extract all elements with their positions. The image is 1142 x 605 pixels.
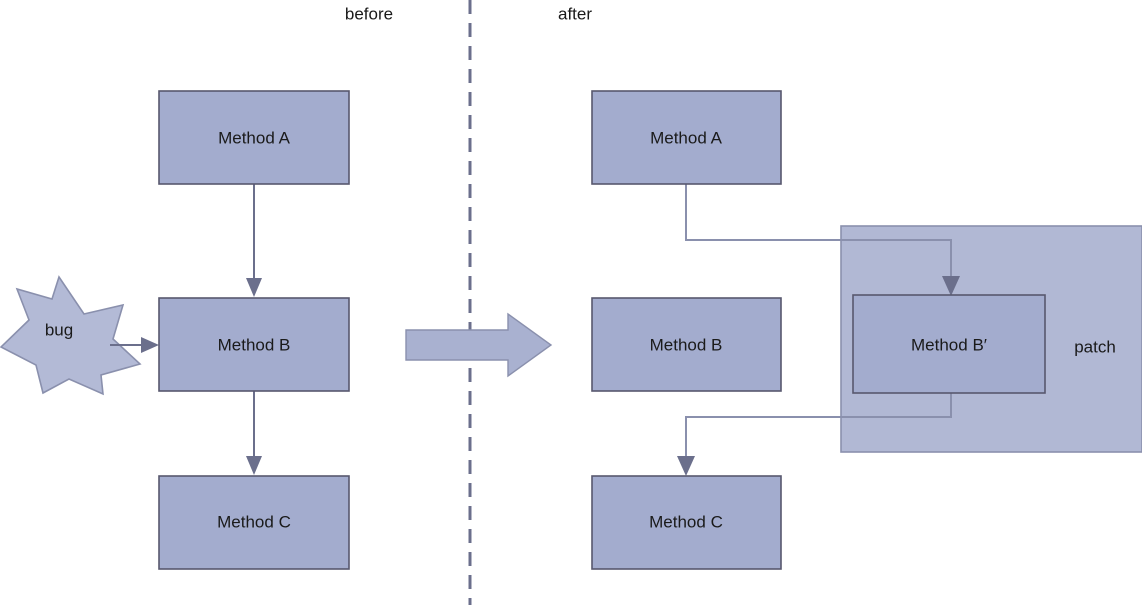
edge-bug-to-b (110, 337, 159, 353)
transition-arrow (405, 312, 553, 378)
edge-a-to-bprime (685, 184, 960, 296)
edge-bprime-to-c (677, 393, 952, 476)
node-after-method-c[interactable] (591, 475, 782, 570)
node-before-method-b[interactable] (158, 297, 350, 392)
node-after-method-a[interactable] (591, 90, 782, 185)
node-after-method-a-label: Method A (650, 128, 722, 147)
node-after-method-b-label: Method B (650, 335, 723, 354)
section-label-before: before (345, 4, 393, 23)
patch-label: patch (1074, 337, 1116, 356)
node-before-method-a-label: Method A (218, 128, 290, 147)
edge-a-to-b (246, 184, 262, 297)
edge-b-to-c (246, 391, 262, 475)
node-after-method-b[interactable] (591, 297, 782, 392)
node-after-method-b-prime[interactable] (852, 294, 1046, 394)
section-label-after: after (558, 4, 592, 23)
node-before-method-c-label: Method C (217, 512, 291, 531)
node-after-method-c-label: Method C (649, 512, 723, 531)
node-after-method-b-prime-label: Method B′ (911, 335, 987, 354)
bug-star (0, 275, 142, 396)
node-before-method-b-label: Method B (218, 335, 291, 354)
bug-label: bug (45, 320, 73, 339)
node-before-method-a[interactable] (158, 90, 350, 185)
node-before-method-c[interactable] (158, 475, 350, 570)
